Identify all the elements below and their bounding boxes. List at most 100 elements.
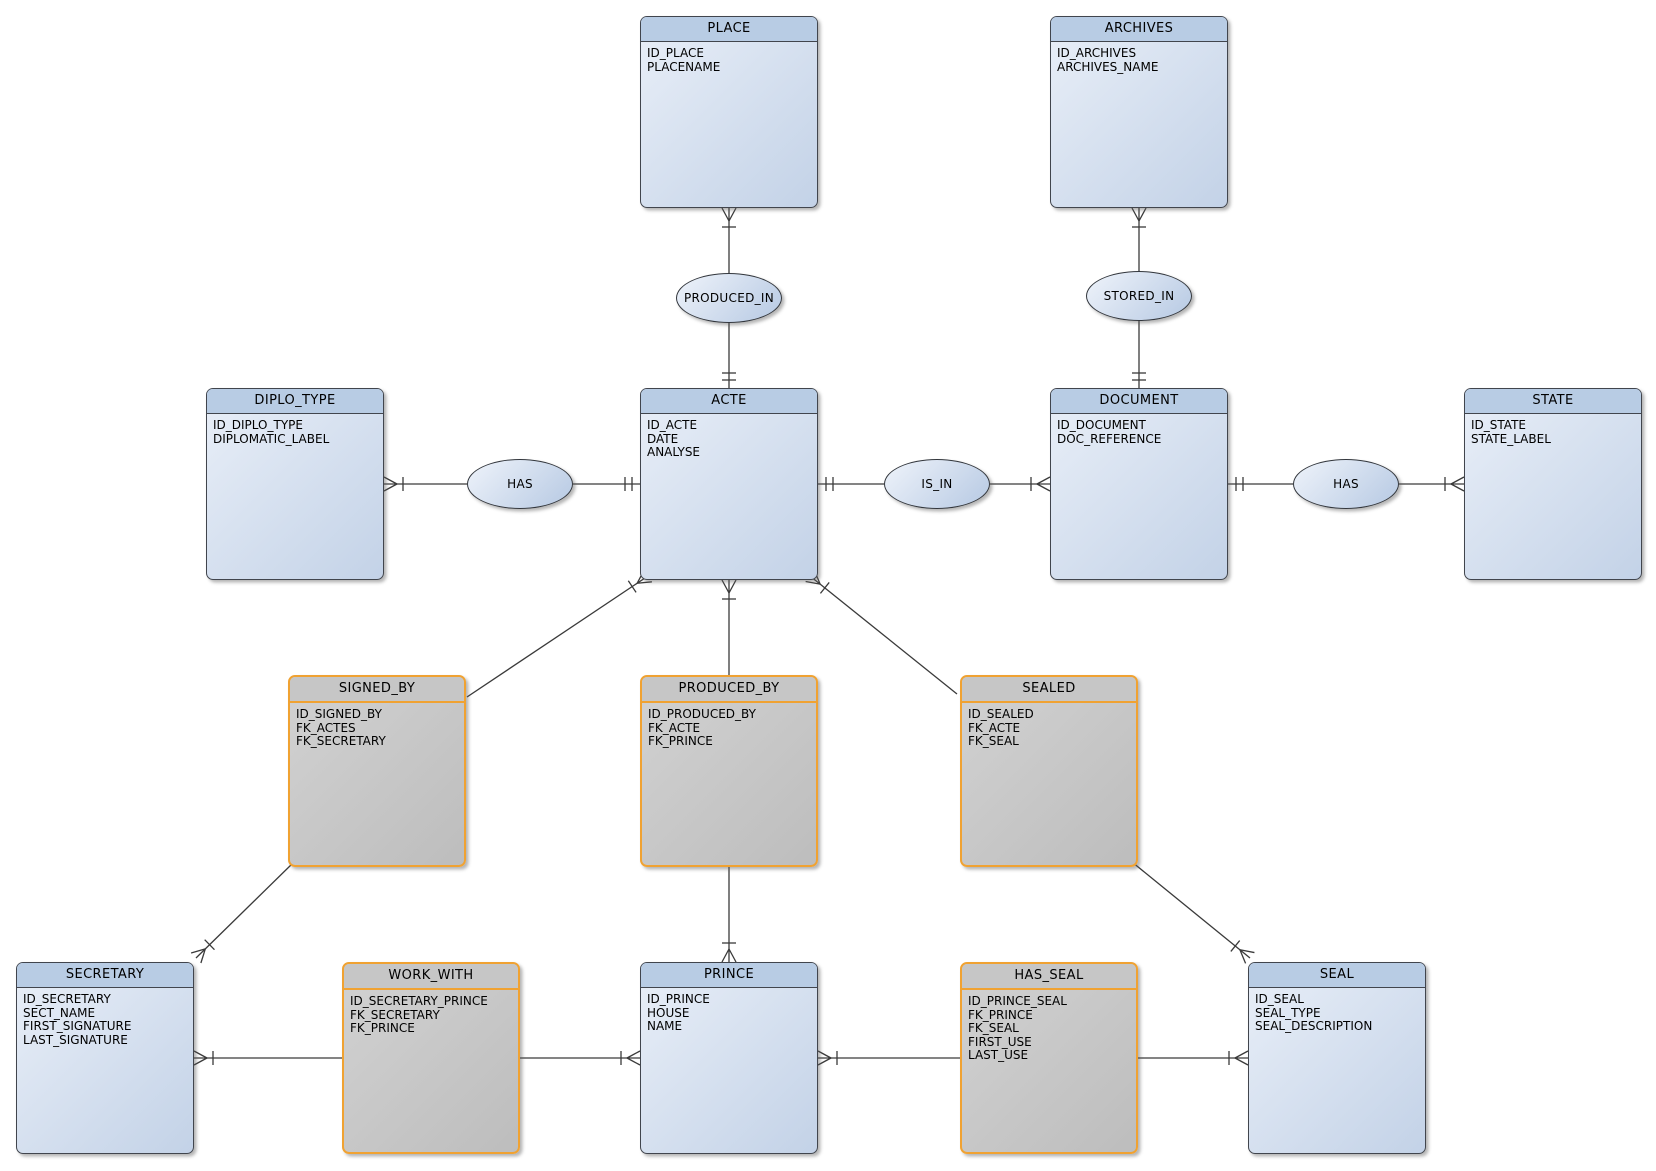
entity-attribute: SEAL_TYPE (1255, 1005, 1321, 1020)
connector-segment (383, 483, 398, 492)
entity-attribute: STATE_LABEL (1471, 431, 1551, 446)
entity-attribute: FK_PRINCE (350, 1021, 415, 1035)
entity-attribute: ID_DIPLO_TYPE (213, 418, 303, 432)
connector-segment (817, 1050, 832, 1059)
entity-title: ACTE (641, 389, 817, 414)
connector-segment (1239, 949, 1247, 964)
relationship-label: STORED_IN (1103, 289, 1175, 303)
entity-attribute: FK_SECRETARY (350, 1007, 440, 1022)
entity-title: SEAL (1249, 963, 1425, 988)
entity-title: SEALED (962, 677, 1136, 703)
connector-segment (1239, 949, 1255, 954)
connector-segment (728, 207, 737, 222)
connector-segment (728, 948, 737, 963)
entity-attribute: NAME (647, 1019, 683, 1033)
connector-segment (728, 579, 737, 594)
entity-attribute: SECT_NAME (23, 1005, 96, 1020)
connector-segment (819, 582, 830, 594)
entity-attribute: SEAL_DESCRIPTION (1255, 1019, 1373, 1033)
relationship-produced-in[interactable]: PRODUCED_IN (676, 273, 782, 323)
entity-attribute: DOC_REFERENCE (1057, 431, 1162, 446)
entity-title: PLACE (641, 17, 817, 42)
connector-segment (817, 1057, 832, 1066)
connector-segment (1036, 476, 1051, 485)
relationship-has-2[interactable]: HAS (1293, 459, 1399, 509)
entity-attribute: FK_PRINCE (968, 1007, 1033, 1022)
relationship-label: HAS (1333, 477, 1359, 491)
relationship-stored-in[interactable]: STORED_IN (1086, 271, 1192, 321)
relationship-is-in[interactable]: IS_IN (884, 459, 990, 509)
entity-attribute: FIRST_USE (968, 1034, 1032, 1049)
entity-attribute: FK_ACTES (296, 720, 356, 735)
connector-segment (1234, 1057, 1249, 1066)
entity-attribute: LAST_SIGNATURE (23, 1032, 128, 1047)
entity-attribute: ID_STATE (1471, 418, 1526, 432)
connector-segment (204, 939, 215, 951)
connector-segment (190, 948, 206, 954)
connector-segment (1230, 940, 1241, 952)
connector-segment (466, 575, 649, 698)
connector-segment (626, 1057, 641, 1066)
entity-attribute: ID_SECRETARY_PRINCE (350, 994, 488, 1008)
entity-title: STATE (1465, 389, 1641, 414)
connector-segment (195, 861, 295, 959)
entity-attribute: ID_SEAL (1255, 992, 1304, 1006)
connector-segment (721, 948, 730, 963)
connector-segment (1450, 476, 1465, 485)
connector-segment (626, 1050, 641, 1059)
connector-segment (193, 1057, 208, 1066)
connector-segment (1450, 483, 1465, 492)
entity-attribute: ID_PLACE (647, 46, 704, 60)
entity-title: WORK_WITH (344, 964, 518, 990)
connector-segment (200, 948, 206, 964)
relationship-label: IS_IN (921, 477, 953, 491)
entity-attribute: ID_PRINCE (647, 992, 710, 1006)
connector-segment (1131, 861, 1251, 959)
connector-segment (637, 581, 652, 584)
connector-segment (627, 580, 637, 593)
entity-title: SECRETARY (17, 963, 193, 988)
connector-segment (721, 207, 730, 222)
connector-segment (1234, 1050, 1249, 1059)
relationship-has[interactable]: HAS (467, 459, 573, 509)
entity-attribute: ID_ACTE (647, 418, 698, 432)
entity-title: ARCHIVES (1051, 17, 1227, 42)
connector-segment (1131, 207, 1140, 222)
entity-attribute: DATE (647, 431, 679, 446)
entity-attribute: ARCHIVES_NAME (1057, 59, 1159, 74)
entity-attribute: PLACENAME (647, 59, 721, 74)
entity-attribute: FIRST_SIGNATURE (23, 1019, 132, 1033)
entity-attribute: FK_SEAL (968, 734, 1019, 748)
entity-title: SIGNED_BY (290, 677, 464, 703)
connector-segment (809, 575, 958, 695)
entity-title: DIPLO_TYPE (207, 389, 383, 414)
entity-attribute: ID_PRODUCED_BY (648, 707, 756, 721)
connector-segment (805, 580, 821, 585)
